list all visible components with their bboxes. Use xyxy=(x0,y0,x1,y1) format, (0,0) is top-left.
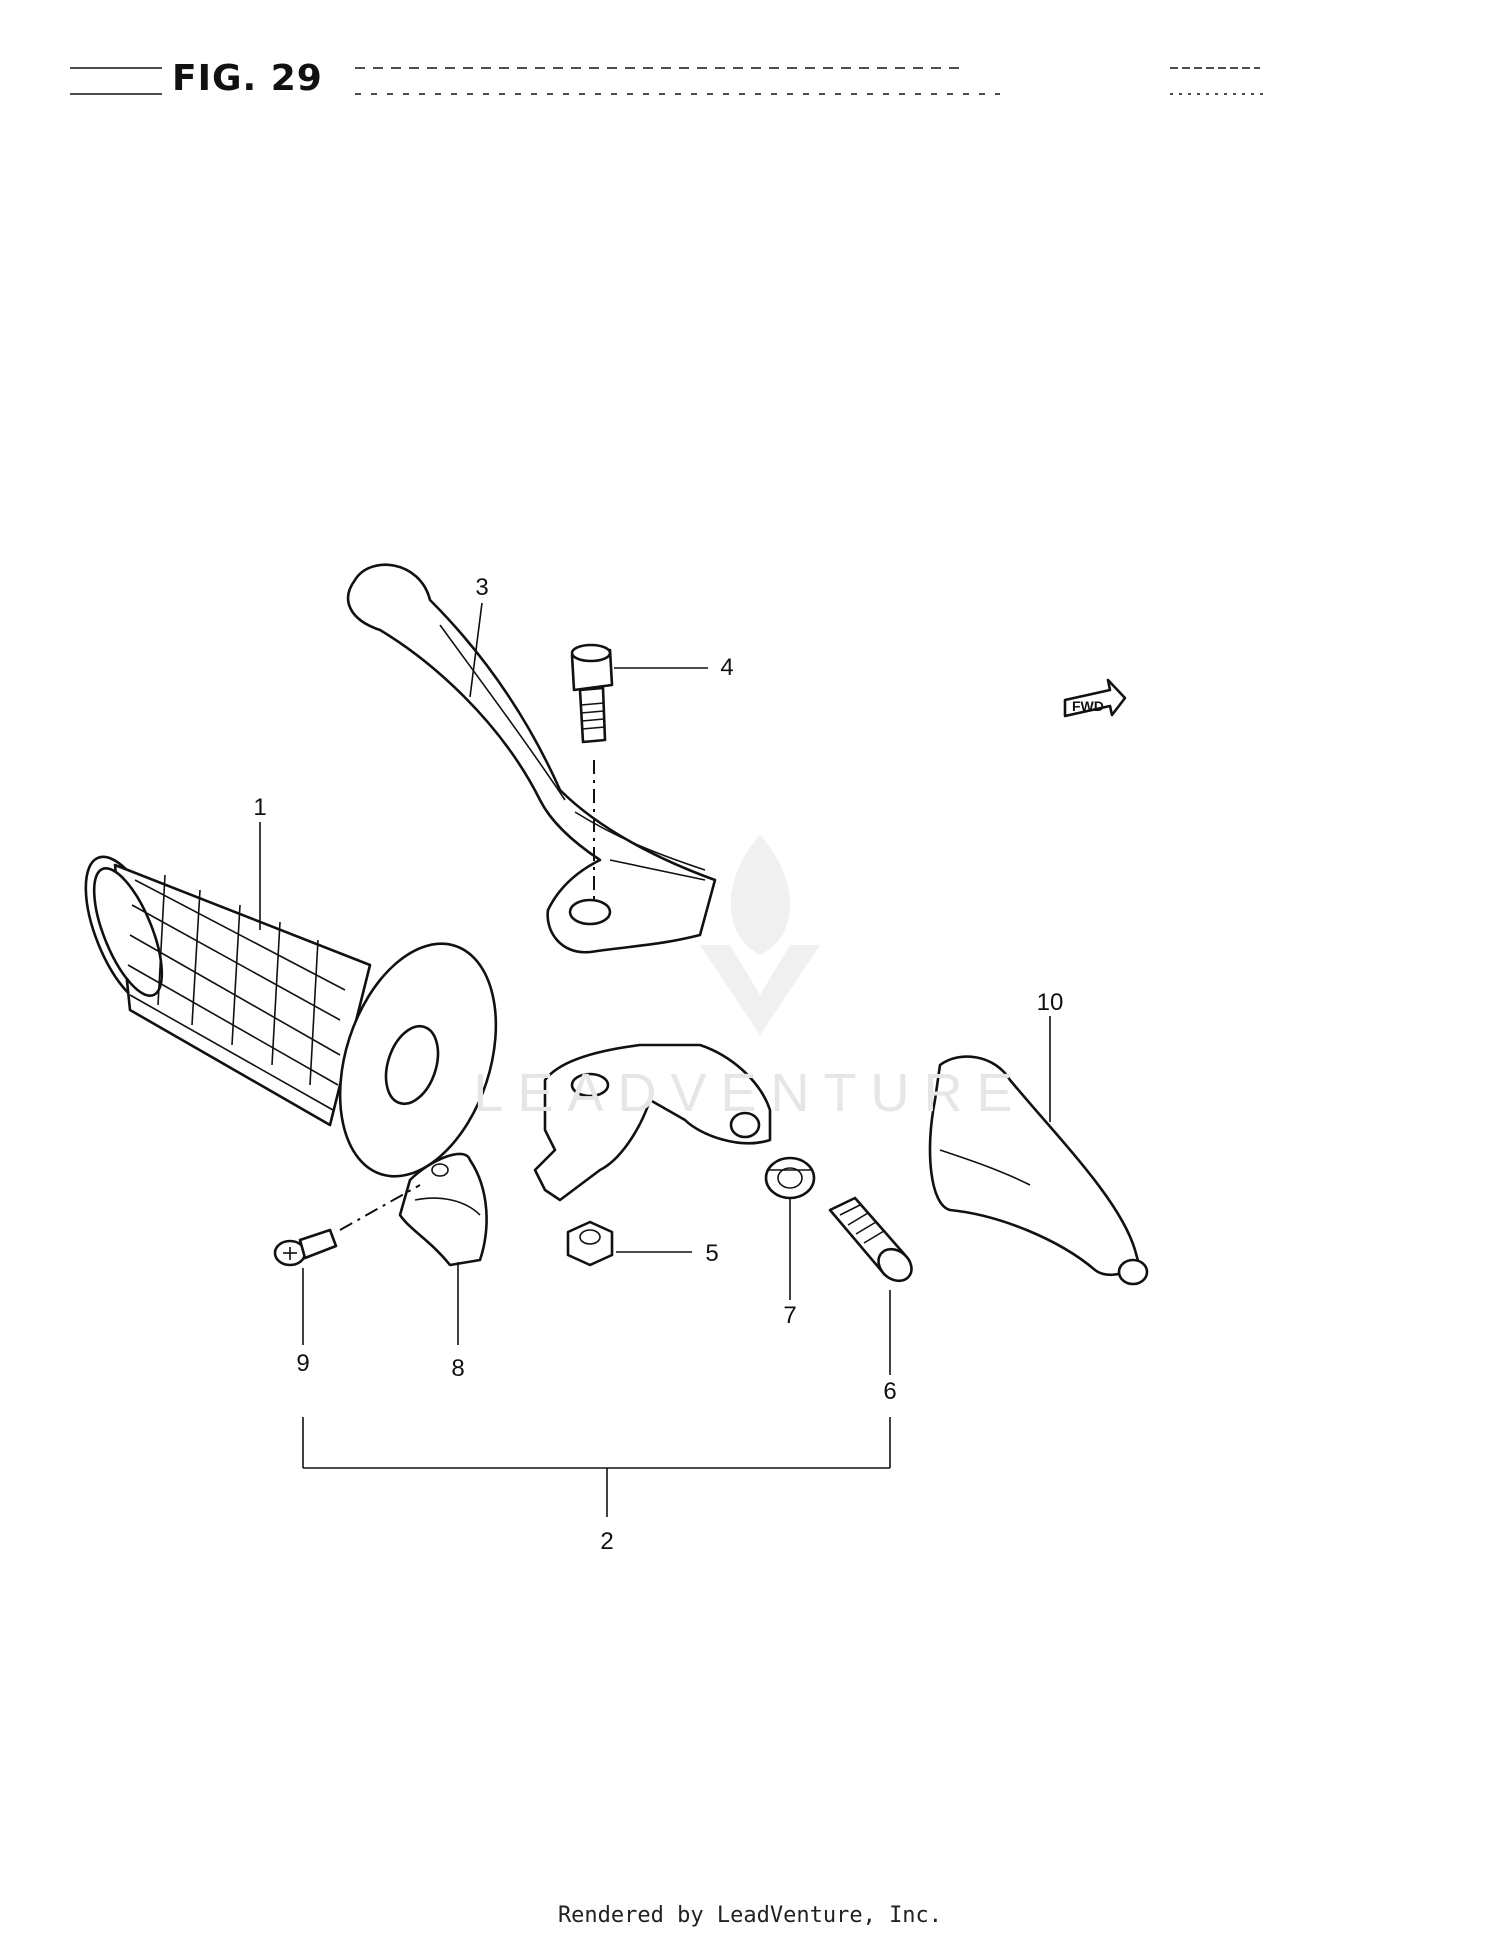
callout-10: 10 xyxy=(1036,989,1064,1016)
fwd-arrow: FWD xyxy=(1063,678,1127,718)
callout-9: 9 xyxy=(296,1350,310,1377)
part-grip xyxy=(84,855,498,1178)
header-rules xyxy=(70,67,1265,95)
part-pivot-bolt xyxy=(570,643,614,900)
callout-4: 4 xyxy=(720,654,734,681)
leader-lines xyxy=(259,602,1051,1517)
part-adjuster xyxy=(828,1196,913,1283)
fwd-label: FWD xyxy=(1072,698,1104,714)
watermark-text: LEADVENTURE xyxy=(473,1063,1027,1123)
callout-7: 7 xyxy=(783,1302,797,1329)
callout-6: 6 xyxy=(883,1378,897,1405)
footer-credit: Rendered by LeadVenture, Inc. xyxy=(557,1903,943,1928)
part-nut xyxy=(566,1220,614,1267)
part-screw xyxy=(273,1184,421,1267)
callout-1: 1 xyxy=(253,794,267,821)
part-clamp xyxy=(398,1152,488,1267)
callout-8: 8 xyxy=(451,1355,465,1382)
watermark-logo xyxy=(700,835,820,1035)
callout-5: 5 xyxy=(705,1240,719,1267)
callout-3: 3 xyxy=(475,574,489,601)
part-lever-holder xyxy=(533,1043,772,1202)
part-boot xyxy=(928,1055,1149,1286)
figure-title: FIG. 29 xyxy=(172,58,323,99)
part-lock-nut xyxy=(764,1156,816,1200)
callout-2: 2 xyxy=(600,1528,614,1555)
part-lever xyxy=(346,563,717,954)
